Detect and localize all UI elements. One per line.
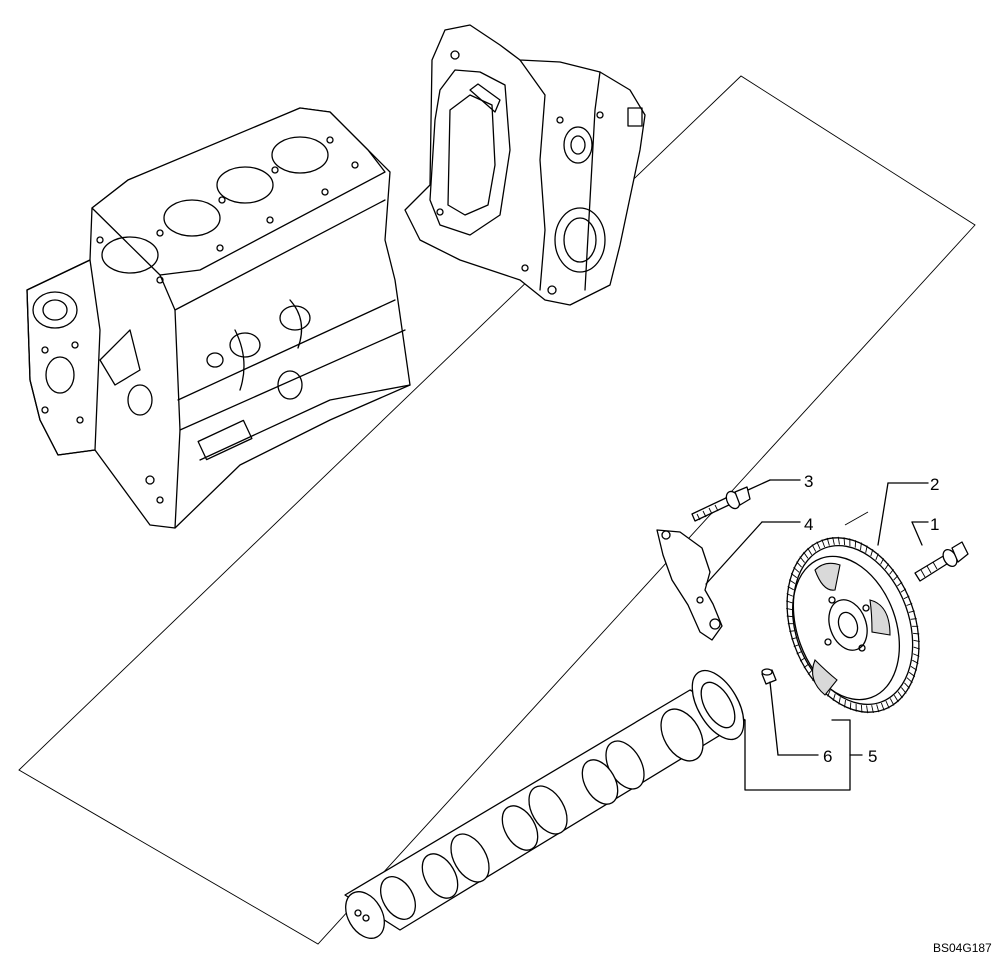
gear-tooth (910, 618, 917, 620)
gear-tooth (793, 566, 800, 573)
gear-tooth (790, 572, 798, 579)
gear-tooth (827, 689, 831, 697)
gear-tooth (908, 610, 915, 613)
gear-tooth (787, 586, 794, 591)
callout-1: 1 (930, 515, 939, 534)
gear-tooth (912, 653, 920, 657)
gear-tooth (876, 704, 880, 713)
gear-tooth (908, 671, 916, 678)
gear-tooth (811, 544, 817, 552)
gear-tooth (889, 569, 894, 575)
callout-3: 3 (804, 472, 813, 491)
dowel-pin-6 (761, 668, 819, 756)
gear-tooth (885, 700, 890, 709)
bolt-3 (691, 479, 801, 522)
gear-tooth (788, 579, 796, 585)
gear-tooth (875, 553, 879, 561)
gear-tooth (906, 603, 913, 606)
gear-tooth (912, 659, 919, 664)
gear-tooth (870, 549, 874, 557)
gear-tooth (844, 700, 846, 708)
gear-tooth (913, 646, 920, 650)
gear-tooth (880, 558, 885, 565)
gear-tooth (897, 691, 903, 699)
gear-tooth (913, 639, 920, 643)
gear-tooth (865, 545, 868, 553)
drawing-code: BS04G187 (933, 941, 992, 955)
gear-tooth (807, 547, 813, 555)
engine-block (26, 107, 411, 529)
gear-tooth (866, 705, 869, 714)
gear-tooth (838, 697, 841, 705)
gear-tooth (871, 705, 874, 714)
camshaft-5 (344, 669, 863, 939)
timing-gear-housing (404, 24, 646, 306)
gear-tooth (821, 539, 826, 548)
callout-5: 5 (868, 747, 877, 766)
gear-tooth (786, 600, 793, 604)
gear-tooth (786, 615, 794, 618)
gear-tooth (904, 682, 910, 689)
callout-6: 6 (823, 747, 832, 766)
gear-tooth (860, 542, 862, 550)
callout-4: 4 (804, 515, 813, 534)
gear-tooth (910, 665, 918, 671)
gear-tooth (832, 536, 835, 545)
gear-tooth (900, 588, 907, 593)
camshaft-gear-2 (786, 482, 929, 714)
gear-tooth (837, 536, 840, 545)
gear-tooth (799, 556, 805, 563)
gear-tooth (893, 695, 899, 703)
gear-tooth (893, 575, 899, 581)
gear-tooth (786, 593, 794, 597)
gear-tooth (832, 693, 836, 701)
gear-tooth (880, 702, 885, 711)
gear-tooth (860, 704, 863, 713)
bracket-4 (656, 521, 801, 641)
callout-2: 2 (930, 475, 939, 494)
gear-tooth (912, 632, 920, 635)
gear-tooth (786, 607, 793, 611)
gear-tooth (796, 561, 802, 568)
gear-tooth (901, 687, 907, 694)
gear-tooth (803, 551, 809, 559)
gear-tooth (906, 677, 913, 684)
bolt-1 (911, 521, 969, 582)
gear-tooth (843, 537, 846, 546)
assembly-plane (18, 75, 976, 945)
gear-tooth (897, 581, 903, 587)
gear-tooth (889, 698, 895, 706)
gear-tooth (826, 537, 830, 546)
gear-tooth (903, 595, 910, 600)
gear-tooth (816, 541, 821, 550)
gear-tooth (884, 563, 890, 570)
